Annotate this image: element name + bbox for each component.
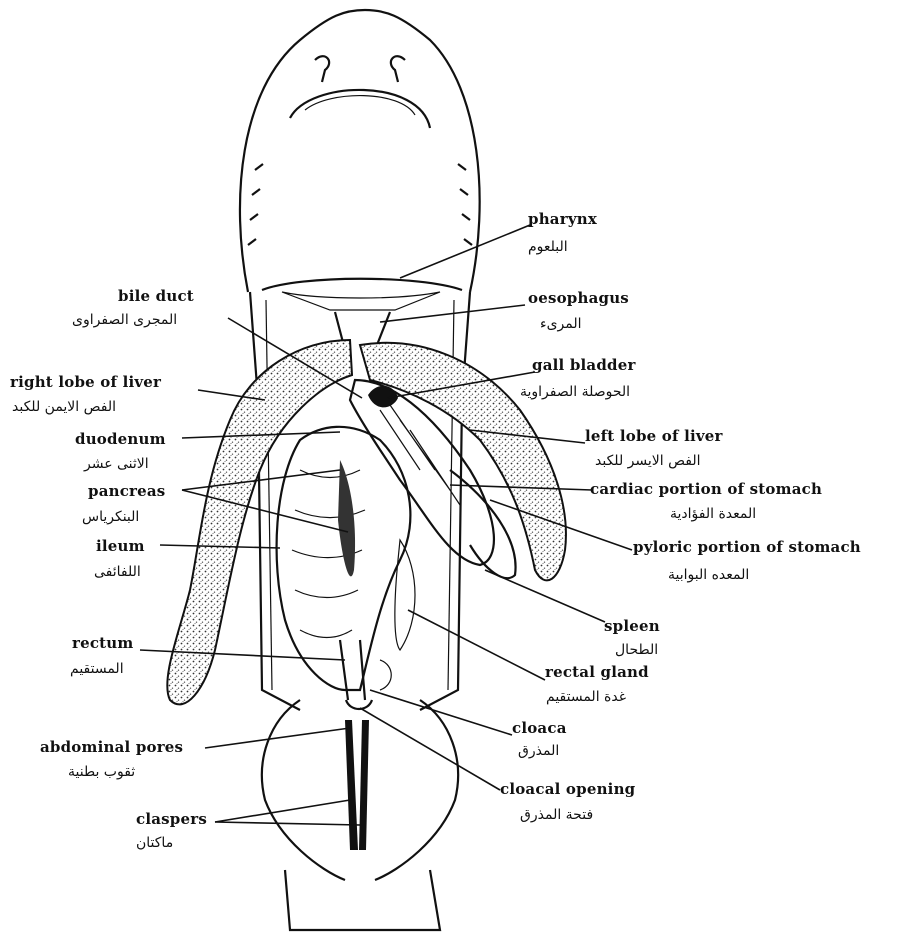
- cloaca-shape: [346, 700, 372, 709]
- right-nostril: [391, 56, 405, 82]
- label-left-lobe-ar: الفص الايسر للكبد: [595, 454, 700, 468]
- label-spleen-ar: الطحال: [615, 643, 658, 657]
- label-claspers-ar: ماكتان: [136, 836, 173, 850]
- label-ileum: ileum: [96, 539, 145, 554]
- right-clasper: [359, 720, 369, 850]
- label-cardiac: cardiac portion of stomach: [590, 482, 822, 497]
- label-rectum-ar: المستقيم: [70, 662, 124, 676]
- label-abdominal-pores-ar: ثقوب بطنية: [68, 765, 135, 779]
- head-outline: [240, 10, 480, 292]
- leader-pharynx: [400, 225, 530, 278]
- label-right-lobe: right lobe of liver: [10, 375, 161, 390]
- label-rectal-gland: rectal gland: [545, 665, 649, 680]
- tail-outline: [285, 870, 440, 930]
- label-pyloric-ar: المعده البوابية: [668, 568, 749, 582]
- label-right-lobe-ar: الفص الايمن للكبد: [12, 400, 116, 414]
- left-pelvic-fin: [262, 700, 345, 880]
- leader-claspers-2: [215, 822, 360, 825]
- label-pancreas: pancreas: [88, 484, 165, 499]
- label-cloaca: cloaca: [512, 721, 567, 736]
- label-pharynx-ar: البلعوم: [528, 240, 568, 254]
- right-pelvic-fin: [375, 700, 458, 880]
- label-cloacal-opening: cloacal opening: [500, 782, 635, 797]
- leader-rectal-gland: [408, 610, 545, 680]
- leader-pancreas-1: [182, 470, 340, 490]
- label-oesophagus: oesophagus: [528, 291, 629, 306]
- left-gill-slits: [248, 164, 263, 245]
- label-pharynx: pharynx: [528, 212, 597, 227]
- label-cardiac-ar: المعدة الفؤادية: [670, 507, 756, 521]
- label-duodenum: duodenum: [75, 432, 166, 447]
- leader-cloaca: [370, 690, 512, 735]
- label-oesophagus-ar: المرىء: [540, 317, 582, 331]
- label-rectum: rectum: [72, 636, 134, 651]
- label-claspers: claspers: [136, 812, 207, 827]
- label-spleen: spleen: [604, 619, 660, 634]
- rectal-gland-shape: [380, 660, 391, 690]
- label-cloacal-opening-ar: فتحة المذرق: [520, 808, 593, 822]
- right-gill-slits: [458, 164, 472, 245]
- label-gall-bladder-ar: الحوصلة الصفراوية: [520, 385, 630, 399]
- label-gall-bladder: gall bladder: [532, 358, 636, 373]
- leader-abdominal-pores: [205, 728, 350, 748]
- leader-claspers-1: [215, 800, 350, 822]
- spleen-shape: [395, 540, 415, 650]
- label-rectal-gland-ar: غدة المستقيم: [546, 690, 626, 704]
- pancreas-shape: [338, 460, 355, 576]
- label-bile-duct: bile duct: [118, 289, 194, 304]
- label-duodenum-ar: الاثنى عشر: [84, 457, 149, 471]
- label-left-lobe: left lobe of liver: [585, 429, 723, 444]
- inner-wall-left: [266, 300, 272, 690]
- pharynx-shape: [282, 292, 440, 310]
- leader-cloacal-opening: [360, 708, 500, 790]
- label-bile-duct-ar: المجرى الصفراوى: [72, 313, 177, 327]
- left-clasper: [345, 720, 358, 850]
- left-nostril: [315, 56, 329, 82]
- label-abdominal-pores: abdominal pores: [40, 740, 183, 755]
- label-ileum-ar: اللفائفى: [94, 565, 141, 579]
- label-cloaca-ar: المذرق: [518, 744, 559, 758]
- label-pancreas-ar: البنكرياس: [82, 510, 139, 524]
- mouth-arc-inner: [305, 96, 415, 115]
- label-pyloric: pyloric portion of stomach: [633, 540, 861, 555]
- pericardial-boundary: [262, 279, 462, 290]
